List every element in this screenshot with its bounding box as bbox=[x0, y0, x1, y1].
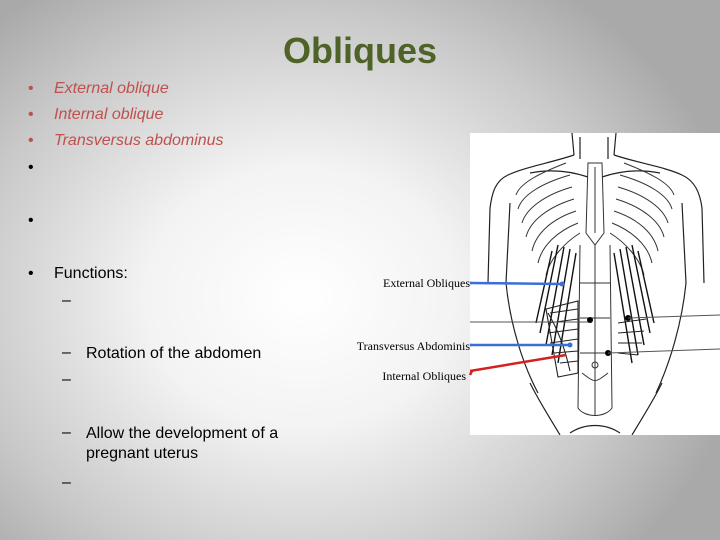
bullet-item: • Functions: bbox=[28, 265, 128, 283]
bullet-glyph: • bbox=[28, 212, 34, 229]
bullet-glyph: • bbox=[28, 265, 34, 282]
bullet-glyph: • bbox=[28, 132, 34, 149]
dash-glyph: – bbox=[62, 474, 71, 491]
dash-glyph: – bbox=[62, 344, 71, 361]
bullet-item: • Internal oblique bbox=[28, 106, 163, 124]
sub-bullet-text: Allow the development of a pregnant uter… bbox=[86, 425, 279, 462]
bullet-glyph: • bbox=[28, 159, 34, 176]
torso-drawing bbox=[470, 133, 720, 435]
label-transversus-abdominis: Transversus Abdominis bbox=[356, 339, 470, 353]
slide-title: Obliques bbox=[282, 30, 438, 71]
anatomy-illustration bbox=[470, 133, 720, 435]
sub-bullet-text: Rotation of the abdomen bbox=[86, 345, 262, 362]
label-internal-obliques: Internal Obliques bbox=[382, 369, 466, 383]
bullet-item: • External oblique bbox=[28, 80, 169, 98]
dash-glyph: – bbox=[62, 424, 71, 441]
dash-glyph: – bbox=[62, 292, 71, 309]
internal-leader-line bbox=[468, 370, 474, 376]
bullet-glyph: • bbox=[28, 106, 34, 123]
bullet-text: Transversus abdominus bbox=[54, 132, 224, 149]
bullet-item: • bbox=[28, 212, 54, 230]
label-external-obliques: External Obliques bbox=[383, 276, 470, 290]
dash-glyph: – bbox=[62, 371, 71, 388]
bullet-glyph: • bbox=[28, 80, 34, 97]
bullet-text: External oblique bbox=[54, 80, 169, 97]
bullet-text: Functions: bbox=[54, 265, 128, 282]
bullet-item: • Transversus abdominus bbox=[28, 132, 224, 150]
bullet-item: • bbox=[28, 159, 54, 177]
bullet-text: Internal oblique bbox=[54, 106, 164, 123]
